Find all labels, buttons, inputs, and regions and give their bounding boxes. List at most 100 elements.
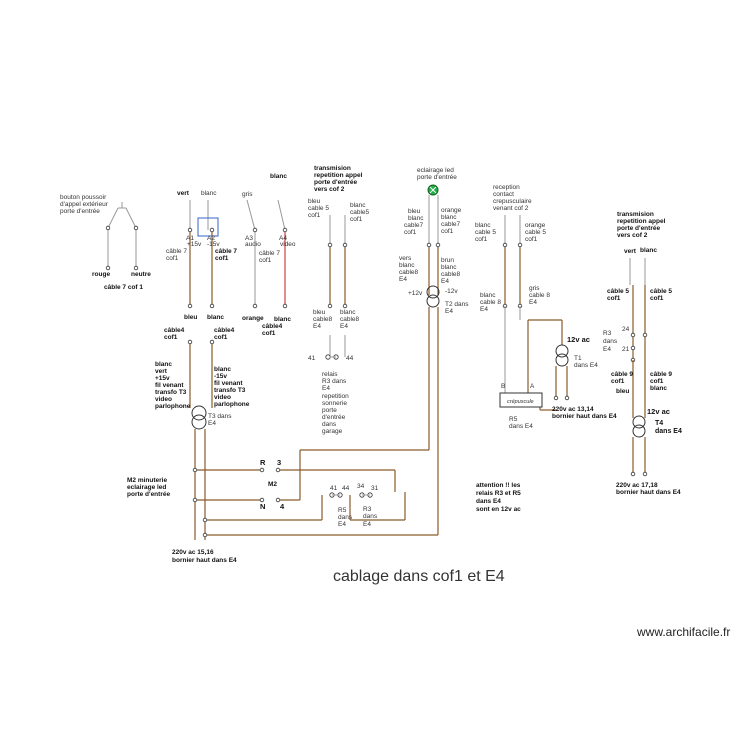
svg-text:E4: E4	[399, 276, 407, 283]
svg-text:E4: E4	[480, 306, 488, 313]
svg-text:fil venant: fil venant	[214, 380, 243, 387]
transmision1-label: transmision repetition appel porte d'ent…	[314, 165, 363, 193]
a1-label: A1	[186, 235, 194, 242]
p15v-label: +15v	[187, 241, 202, 248]
push-button-symbol	[105, 202, 139, 271]
svg-text:cable8: cable8	[399, 269, 419, 276]
diagram-title: cablage dans cof1 et E4	[333, 568, 505, 585]
svg-text:cable7: cable7	[404, 222, 424, 229]
neutre-label: neutre	[131, 271, 151, 278]
blanc3-label: blanc	[640, 247, 657, 254]
v220-1718-line2: bornier haut dans E4	[616, 489, 681, 496]
audio-label: audio	[245, 241, 261, 248]
eclairage-line1: eclairage led	[417, 167, 454, 174]
blanc-label: blanc	[201, 190, 217, 197]
svg-text:transmision: transmision	[314, 165, 351, 172]
t1-line2: dans E4	[574, 362, 598, 369]
blanc-cable5-cof1-label: blanc cable 5 cof1	[475, 222, 496, 243]
svg-text:cable 5: cable 5	[308, 205, 329, 212]
svg-text:repetition appel: repetition appel	[314, 172, 363, 179]
cable4a-line1: câble4	[164, 327, 185, 334]
svg-text:+15v: +15v	[155, 375, 170, 382]
svg-text:video: video	[214, 394, 231, 401]
svg-text:vert: vert	[155, 368, 168, 375]
svg-text:blanc: blanc	[441, 264, 457, 271]
svg-text:transfo T3: transfo T3	[214, 387, 246, 394]
svg-text:video: video	[155, 396, 172, 403]
reception-contact-wires	[499, 215, 563, 411]
t1-line1: T1	[574, 355, 582, 362]
svg-text:cable 8: cable 8	[480, 299, 501, 306]
vers-blanc-cable8-label: vers blanc cable8 E4	[399, 255, 419, 283]
r-terminal-label: R	[260, 458, 266, 467]
a-terminal-label: A	[530, 383, 535, 390]
v220-1314-line2: bornier haut dans E4	[552, 413, 617, 420]
terminal-41-label: 41	[308, 355, 316, 362]
vert2-label: vert	[624, 248, 637, 255]
t4-line1: T4	[655, 420, 663, 427]
cable4b-line2: cof1	[214, 334, 228, 341]
m2-timer-label: M2 minuterie eclairage led porte d'entré…	[127, 477, 170, 498]
svg-text:E4: E4	[322, 385, 330, 392]
cable4a-line2: cof1	[164, 334, 178, 341]
bouton-label: bouton poussoir d'appel extérieur porte …	[60, 194, 109, 215]
cable7a-line2: cof1	[166, 255, 179, 262]
svg-text:parlophone: parlophone	[155, 403, 191, 410]
gris-cable8-e4-label: gris cable 8 E4	[529, 285, 550, 306]
svg-text:cable 8: cable 8	[529, 292, 550, 299]
svg-text:E4: E4	[313, 323, 321, 330]
n-terminal-label: N	[260, 502, 265, 511]
cable5a-line2: cof1	[607, 295, 621, 302]
svg-text:blanc: blanc	[214, 366, 231, 373]
t3-line1: T3 dans	[208, 413, 232, 420]
svg-text:contact: contact	[493, 191, 514, 198]
svg-text:blanc: blanc	[480, 292, 496, 299]
v220-1516-line2: bornier haut dans E4	[172, 557, 237, 564]
m15v-label: -15v	[207, 241, 220, 248]
svg-text:vers: vers	[399, 255, 412, 262]
led-lighting-t2	[426, 184, 441, 535]
m12v-label: -12v	[445, 288, 458, 295]
cable5b-line1: câble 5	[650, 288, 672, 295]
orange-cable5-cof1-label: orange cable 5 cof1	[525, 222, 546, 243]
cable4c-line2: cof1	[262, 330, 276, 337]
cable4b-line1: câble4	[214, 327, 235, 334]
svg-text:fil venant: fil venant	[155, 382, 184, 389]
attention-note: attention !! les relais R3 et R5 dans E4…	[476, 482, 521, 513]
svg-text:M2 minuterie: M2 minuterie	[127, 477, 167, 484]
gris-label: gris	[242, 191, 253, 198]
r5e4-line1: R5	[338, 507, 347, 514]
crepuscule-label: crépuscule	[507, 399, 534, 405]
timer-bus-wires	[192, 449, 438, 538]
svg-text:porte d'entrée: porte d'entrée	[60, 208, 100, 215]
brun-blanc-cable8-label: brun blanc cable8 E4	[441, 257, 461, 285]
bleu-cable5-label: bleu cable 5 cof1	[308, 198, 329, 219]
p12v-label: +12v	[408, 290, 423, 297]
cable7a-line1: câble 7	[166, 248, 187, 255]
svg-text:bleu: bleu	[408, 208, 421, 215]
r3-line1: R3	[603, 330, 612, 337]
reception-label: reception contact crepusculaire venant c…	[493, 184, 532, 212]
terminal-31-label: 31	[371, 485, 379, 492]
cable7c-line2: cof1	[259, 257, 272, 264]
svg-text:d'entrée: d'entrée	[322, 414, 346, 421]
transmision2-label: transmision repetition appel porte d'ent…	[617, 211, 666, 239]
svg-text:brun: brun	[441, 257, 454, 264]
svg-text:cable 5: cable 5	[525, 229, 546, 236]
svg-text:transfo T3: transfo T3	[155, 389, 187, 396]
svg-text:garage: garage	[322, 428, 343, 435]
t2-line1: T2 dans	[445, 301, 469, 308]
t3-line2: E4	[208, 420, 216, 427]
a3-label: A3	[245, 235, 253, 242]
cable9a-line1: câble 9	[611, 371, 633, 378]
rouge-label: rouge	[92, 271, 110, 278]
svg-text:cable8: cable8	[313, 316, 333, 323]
relais-r3-label: relais R3 dans E4 repetition sonnerie po…	[322, 371, 349, 435]
orange-blanc-cable7-label: orange blanc cable7 cof1	[441, 207, 462, 235]
svg-text:dans E4: dans E4	[476, 498, 501, 505]
svg-text:porte d'entrée: porte d'entrée	[617, 225, 660, 232]
terminal-44b-label: 44	[342, 485, 350, 492]
svg-text:porte d'entrée: porte d'entrée	[314, 179, 357, 186]
